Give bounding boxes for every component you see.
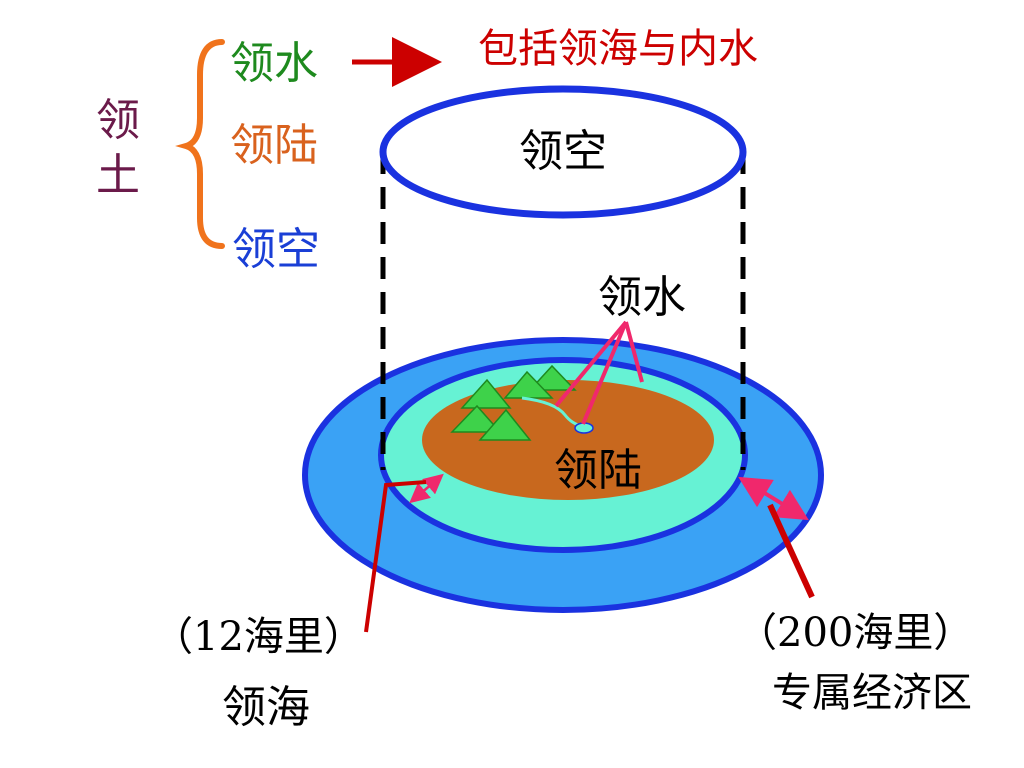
land-label: 领陆 — [554, 445, 642, 496]
waters-pointers — [554, 320, 644, 425]
river — [521, 396, 583, 428]
territory-char-2: 土 — [96, 150, 140, 201]
item-land: 领陆 — [230, 120, 318, 171]
eez-pointer — [767, 503, 815, 599]
airspace-label: 领空 — [519, 126, 607, 177]
eez-width-arrow — [738, 476, 809, 521]
airspace-ellipse — [379, 85, 747, 219]
territorial-sea-width-arrow — [409, 473, 444, 504]
item-water: 领水 — [230, 38, 318, 89]
territorial-sea-name: 领海 — [222, 682, 310, 733]
brace — [175, 39, 225, 249]
lake — [574, 422, 594, 434]
territory-char-1: 领 — [96, 95, 140, 146]
waters-label: 领水 — [598, 272, 686, 323]
eez-distance: （200海里） — [737, 610, 973, 656]
note-text: 包括领海与内水 — [478, 26, 758, 72]
item-air: 领空 — [232, 224, 320, 275]
territorial-sea-distance: （12海里） — [153, 614, 364, 660]
land-mass — [422, 380, 714, 500]
territorial-sea-pointer — [364, 480, 427, 633]
eez-name: 专属经济区 — [772, 670, 972, 716]
